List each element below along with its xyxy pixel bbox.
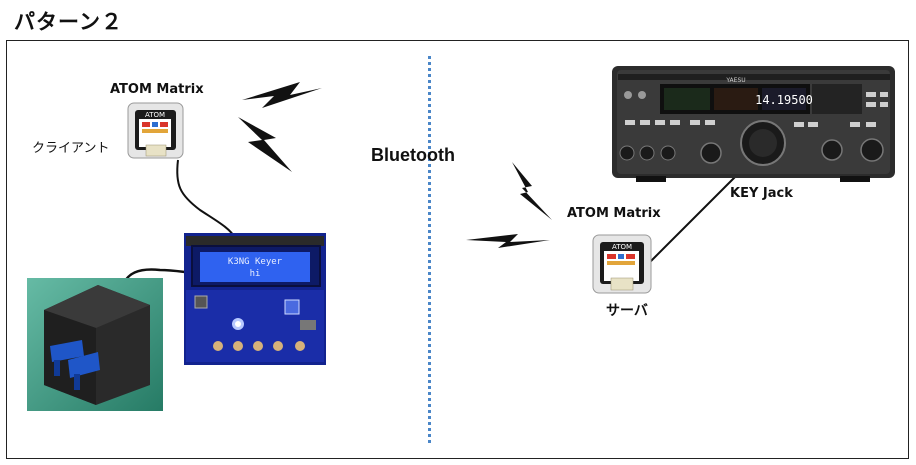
key-jack-label: KEY Jack xyxy=(730,186,793,201)
client-cable xyxy=(176,159,236,239)
keyer-board-photo: K3NG Keyer hi xyxy=(184,233,326,365)
server-device-label: ATOM Matrix xyxy=(567,206,661,221)
lcd-line-1: K3NG Keyer xyxy=(228,257,283,267)
lcd-line-2: hi xyxy=(250,269,261,279)
server-device-face-text: ATOM xyxy=(612,243,632,251)
radio-brand-text: YAESU xyxy=(725,77,745,84)
server-atom-device: ATOM xyxy=(592,234,652,294)
wireless-bolt-icon-2 xyxy=(238,117,292,172)
wireless-bolt-icon-3 xyxy=(512,162,552,220)
center-divider xyxy=(428,56,431,443)
diagram-frame xyxy=(6,40,909,459)
page-title: パターン２ xyxy=(14,10,123,34)
radio-frequency-display: 14.19500 xyxy=(755,93,813,107)
paddle-photo xyxy=(27,278,163,411)
key-jack-cable xyxy=(649,175,737,263)
client-role-label: クライアント xyxy=(32,141,110,156)
client-device-label: ATOM Matrix xyxy=(110,82,204,97)
transceiver-radio: YAESU 14.19500 xyxy=(612,66,895,182)
server-role-label: サーバ xyxy=(606,303,648,319)
client-device-face-text: ATOM xyxy=(145,111,165,119)
wireless-bolt-icon-4 xyxy=(466,234,550,248)
bluetooth-label: Bluetooth xyxy=(371,145,455,165)
wireless-bolt-icon-1 xyxy=(242,82,322,108)
client-atom-device: ATOM xyxy=(127,102,184,159)
